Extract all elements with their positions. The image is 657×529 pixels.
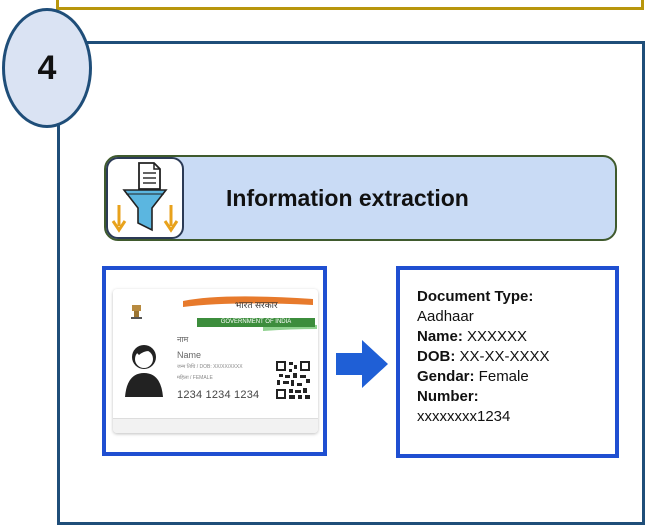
dob-value: XX-XX-XXXX — [455, 348, 550, 365]
card-name-label: Name — [177, 350, 202, 360]
number-value: xxxxxxxx1234 — [417, 408, 511, 425]
document-funnel-extraction-icon — [106, 157, 184, 239]
doc-type-row: Document Type: — [417, 287, 550, 307]
aadhaar-card: भारत सरकार GOVERNMENT OF INDIA नाम Name … — [113, 289, 318, 433]
extraction-result: Document Type: Aadhaar Name: XXXXXX DOB:… — [417, 287, 550, 427]
card-number: 1234 1234 1234 — [177, 389, 260, 401]
number-label: Number: — [417, 388, 479, 405]
step-banner: Information extraction — [104, 155, 617, 241]
extraction-result-frame: Document Type: Aadhaar Name: XXXXXX DOB:… — [396, 266, 619, 458]
gender-value: Female — [474, 368, 529, 385]
avatar-icon — [125, 345, 163, 397]
aadhaar-card-frame: भारत सरकार GOVERNMENT OF INDIA नाम Name … — [102, 266, 327, 456]
number-row: Number: — [417, 387, 550, 407]
card-header-hindi: भारत सरकार — [235, 300, 278, 310]
doc-type-label: Document Type: — [417, 288, 534, 305]
name-row: Name: XXXXXX — [417, 327, 550, 347]
arrow-right-icon — [336, 340, 388, 388]
step-number: 4 — [37, 48, 57, 87]
gender-row: Gendar: Female — [417, 367, 550, 387]
dob-row: DOB: XX-XX-XXXX — [417, 347, 550, 367]
card-dob-line: जन्म तिथि / DOB: XX/XX/XXXX — [177, 364, 243, 370]
card-gender-line: महिला / FEMALE — [177, 375, 213, 381]
gender-label: Gendar: — [417, 368, 475, 385]
document-funnel-extraction-icon-graphic — [111, 162, 179, 233]
previous-step-box — [56, 0, 644, 10]
card-name-hindi: नाम — [177, 335, 189, 344]
banner-title: Information extraction — [226, 185, 469, 211]
emblem-icon — [131, 305, 142, 319]
card-header-english: GOVERNMENT OF INDIA — [197, 318, 315, 327]
card-footer — [113, 418, 318, 433]
name-value: XXXXXX — [462, 328, 528, 345]
qr-code-icon — [276, 361, 310, 399]
step-badge: 4 — [2, 8, 92, 128]
doc-type-value: Aadhaar — [417, 308, 474, 325]
name-label: Name: — [417, 328, 463, 345]
dob-label: DOB: — [417, 348, 456, 365]
aadhaar-card-graphics — [125, 296, 317, 399]
